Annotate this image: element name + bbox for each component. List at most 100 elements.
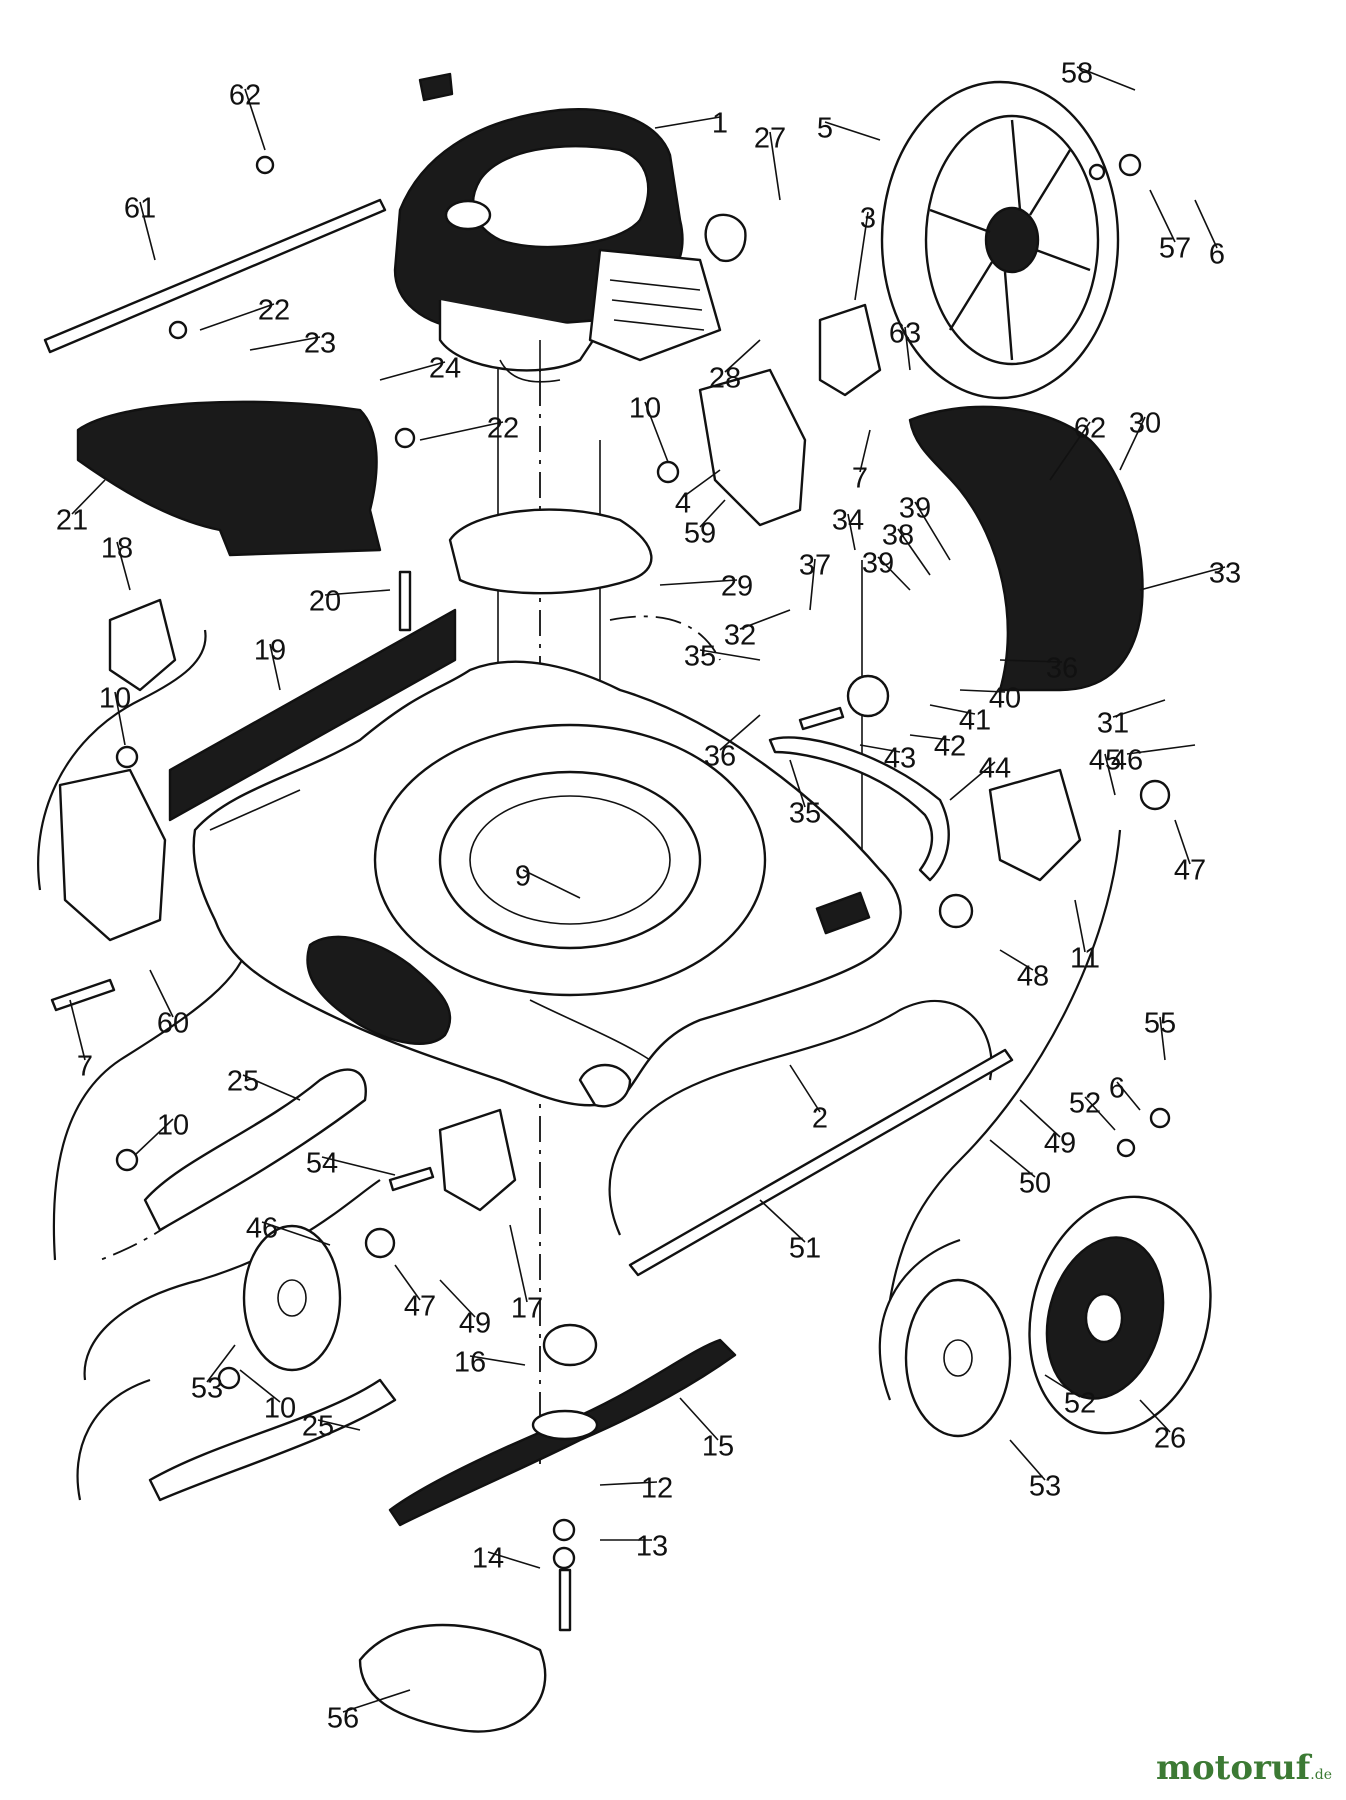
leader-line-c43: [859, 744, 901, 753]
callout-c13: 13: [636, 1531, 668, 1563]
leader-line-c26: [1139, 1399, 1171, 1433]
leader-line-c34: [847, 513, 856, 551]
callout-c46a: 46: [1111, 745, 1143, 777]
callout-c22a: 22: [258, 295, 290, 327]
leader-line-c29: [659, 579, 738, 586]
leader-line-c60: [149, 969, 174, 1018]
callout-c23: 23: [304, 328, 336, 360]
front-wheel: [1028, 1195, 1212, 1435]
leader-line-c2: [789, 1064, 821, 1113]
leader-line-c54: [321, 1156, 396, 1176]
leader-line-c31: [1112, 699, 1166, 718]
leader-line-c35b: [789, 759, 806, 808]
leader-line-c16: [469, 1355, 526, 1366]
leader-line-c18: [116, 541, 131, 591]
callout-c40: 40: [989, 683, 1021, 715]
callout-c42: 42: [934, 731, 966, 763]
callout-c55: 55: [1144, 1008, 1176, 1040]
leader-line-c39a: [914, 501, 951, 561]
leader-line-c25b: [317, 1419, 361, 1431]
leader-line-c35a: [699, 649, 761, 661]
callout-c53a: 53: [191, 1373, 223, 1405]
leader-line-c20: [324, 589, 391, 596]
leader-line-c17: [509, 1224, 528, 1303]
callout-c47a: 47: [1174, 855, 1206, 887]
callout-c48: 48: [1017, 961, 1049, 993]
callout-c34: 34: [832, 505, 864, 537]
leader-line-c63: [904, 326, 911, 371]
callout-c58: 58: [1061, 58, 1093, 90]
leader-line-c39b: [877, 556, 911, 591]
leader-line-c49a: [1019, 1099, 1061, 1138]
callout-c59: 59: [684, 518, 716, 550]
watermark-suffix: .de: [1310, 1767, 1332, 1783]
leader-line-c23: [249, 336, 321, 351]
callout-c61: 61: [124, 193, 156, 225]
leader-line-c36a: [719, 714, 761, 751]
callout-c62a: 62: [229, 80, 261, 112]
callout-c5: 5: [817, 113, 833, 145]
leader-line-c62b: [1049, 421, 1091, 481]
callout-c6a: 6: [1209, 239, 1225, 271]
leader-line-c55: [1159, 1016, 1166, 1061]
leader-line-c44: [949, 761, 996, 801]
leader-line-c56: [342, 1689, 411, 1713]
callout-c36b: 36: [1046, 653, 1078, 685]
leader-line-c22a: [199, 303, 275, 331]
leader-line-c58: [1076, 66, 1136, 91]
leader-line-c19: [269, 643, 281, 691]
baffle-plates: [143, 1068, 547, 1733]
wheel-covers: [242, 1224, 1012, 1438]
callout-c3: 3: [860, 203, 876, 235]
leader-line-c57: [1149, 189, 1176, 243]
callout-c44: 44: [979, 753, 1011, 785]
callout-c49a: 49: [1044, 1128, 1076, 1160]
callout-c26: 26: [1154, 1423, 1186, 1455]
callout-c35b: 35: [789, 798, 821, 830]
leader-line-c42: [909, 734, 951, 741]
callout-c1: 1: [712, 108, 728, 140]
callout-c31: 31: [1097, 708, 1129, 740]
callout-c56: 56: [327, 1703, 359, 1735]
leader-line-c40: [959, 689, 1006, 693]
callout-c22b: 22: [487, 413, 519, 445]
leader-line-c12: [599, 1481, 658, 1486]
callout-c37: 37: [799, 550, 831, 582]
leader-line-c53a: [206, 1344, 236, 1383]
leader-line-c53b: [1009, 1439, 1046, 1481]
leader-line-c50: [989, 1139, 1036, 1178]
mower-blade: [388, 1338, 737, 1527]
callout-c28: 28: [709, 363, 741, 395]
side-discharge-cover: [76, 400, 382, 557]
leader-line-c5: [824, 121, 881, 141]
leader-line-c59: [699, 499, 726, 528]
callout-c25a: 25: [227, 1066, 259, 1098]
leader-line-c62a: [244, 88, 266, 151]
callout-c20: 20: [309, 586, 341, 618]
leader-line-c21: [71, 479, 106, 515]
callout-c25b: 25: [302, 1411, 334, 1443]
leader-line-c15: [679, 1397, 719, 1441]
callout-c9: 9: [515, 861, 531, 893]
leader-line-c6b: [1116, 1081, 1141, 1111]
callout-c4: 4: [675, 488, 691, 520]
mower-deck: [192, 660, 902, 1108]
callout-c12: 12: [641, 1473, 673, 1505]
axle-rod: [43, 198, 1014, 1277]
leader-line-c10d: [239, 1369, 281, 1403]
callout-labels: 1234566779101010101112131415161718192021…: [56, 58, 1241, 1735]
callout-c47b: 47: [404, 1291, 436, 1323]
leader-line-c41: [929, 704, 976, 715]
callout-c32: 32: [724, 620, 756, 652]
leader-line-c25a: [242, 1074, 301, 1101]
callout-c10b: 10: [99, 683, 131, 715]
engine: [393, 72, 747, 383]
callout-c24: 24: [429, 353, 461, 385]
leader-line-c24: [379, 361, 446, 381]
rear-cover: [908, 405, 1144, 692]
callout-c45: 45: [1089, 745, 1121, 777]
leader-line-c27: [769, 131, 781, 201]
callout-c15: 15: [702, 1431, 734, 1463]
callout-c41: 41: [959, 705, 991, 737]
callout-c30: 30: [1129, 408, 1161, 440]
